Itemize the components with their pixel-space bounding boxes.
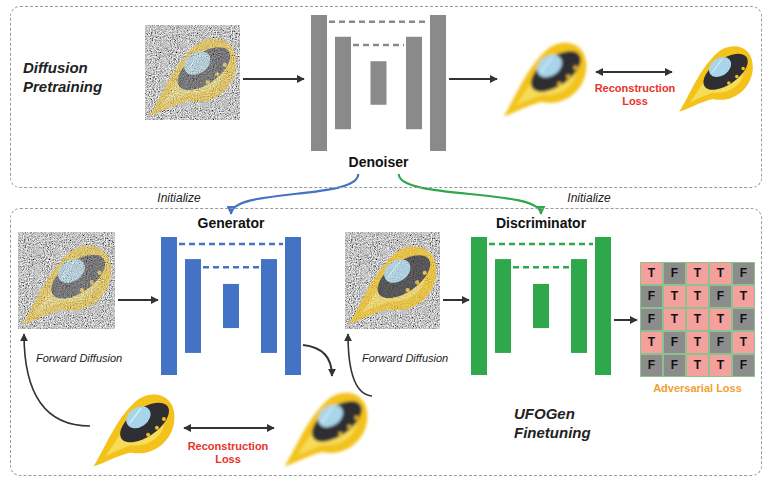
block-label: Discriminator [471, 215, 611, 231]
grid-cell: F [640, 354, 663, 377]
grid-cell: T [640, 331, 663, 354]
flow-arrow [449, 78, 497, 80]
grid-cell: T [663, 308, 686, 331]
flow-arrow [118, 299, 158, 301]
process-note: Forward Diffusion [362, 352, 462, 365]
grid-cell: F [663, 262, 686, 285]
clean-ufo [94, 394, 176, 466]
grid-cell: F [732, 308, 755, 331]
section-heading: Diffusion Pretraining [23, 59, 141, 97]
flow-arrow [243, 78, 304, 80]
unet-shape [311, 15, 446, 151]
block-label: Denoiser [311, 154, 446, 170]
grid-cell: T [709, 308, 732, 331]
unet-shape [471, 237, 611, 375]
grid-cell: F [640, 308, 663, 331]
flow-arrow [443, 299, 469, 301]
grid-cell: F [640, 285, 663, 308]
section-heading: UFOGen Finetuning [514, 405, 624, 443]
grid-cell: F [709, 285, 732, 308]
section-panel: Diffusion PretrainingDenoiser [10, 6, 762, 188]
grid-cell: T [709, 354, 732, 377]
clean-ufo [679, 46, 754, 111]
noisy-image [345, 232, 440, 329]
forward-diffusion-arrow [24, 334, 90, 426]
flow-arrow [614, 319, 637, 321]
loss-label: Adversarial Loss [640, 382, 755, 395]
unet-block: Discriminator [471, 215, 611, 375]
grid-cell: T [640, 262, 663, 285]
blurry-ufo [285, 393, 369, 467]
blurry-ufo [504, 43, 588, 117]
edge-label: Initialize [148, 191, 210, 205]
grid-cell: F [663, 354, 686, 377]
grid-cell: T [709, 262, 732, 285]
loss-arrow [596, 71, 672, 73]
grid-cell: T [686, 354, 709, 377]
grid-cell: T [686, 285, 709, 308]
loss-label: Reconstruction Loss [590, 82, 680, 108]
unet-shape [161, 237, 301, 375]
grid-cell: T [686, 331, 709, 354]
flow-arrow [303, 345, 332, 376]
unet-block: Denoiser [311, 15, 446, 173]
grid-cell: F [732, 262, 755, 285]
process-note: Forward Diffusion [36, 352, 136, 365]
edge-label: Initialize [558, 191, 620, 205]
loss-label: Reconstruction Loss [183, 440, 273, 466]
grid-cell: T [686, 308, 709, 331]
grid-cell: T [663, 285, 686, 308]
grid-cell: F [663, 331, 686, 354]
noisy-image [18, 232, 115, 329]
grid-cell: T [732, 331, 755, 354]
grid-cell: T [686, 262, 709, 285]
unet-block: Generator [161, 215, 301, 375]
grid-cell: F [732, 354, 755, 377]
grid-cell: F [709, 331, 732, 354]
forward-diffusion-arrow [348, 334, 372, 396]
loss-arrow [184, 427, 274, 429]
grid-cell: T [732, 285, 755, 308]
noisy-image [145, 25, 240, 120]
block-label: Generator [161, 215, 301, 231]
